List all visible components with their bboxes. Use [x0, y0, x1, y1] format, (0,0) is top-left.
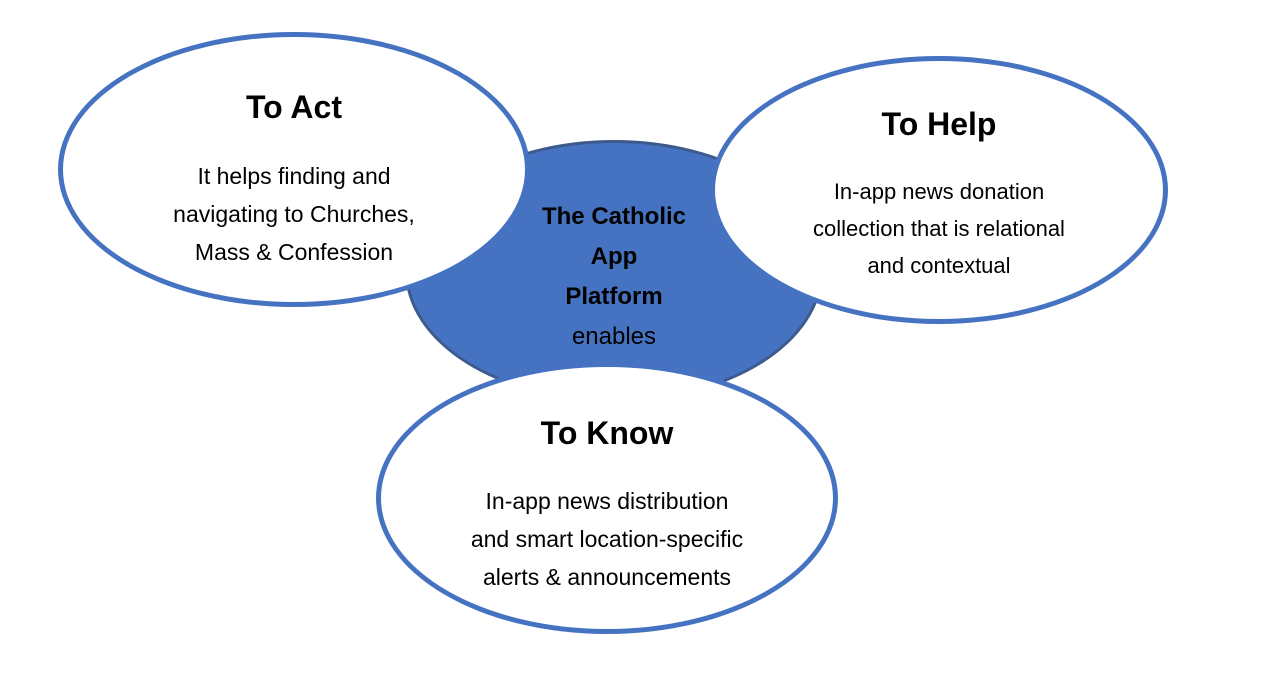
to-act-ellipse: To Act It helps finding and navigating t… [58, 32, 530, 307]
to-know-line: In-app news distribution [485, 488, 729, 514]
center-title-line: App [590, 243, 638, 270]
to-act-line: navigating to Churches, [173, 201, 415, 227]
to-help-ellipse: To Help In-app news donation collection … [710, 56, 1168, 324]
center-title-line: Platform [565, 283, 663, 310]
to-know-line: and smart location-specific [470, 526, 744, 552]
to-help-description: In-app news donation collection that is … [715, 173, 1163, 284]
center-subtitle: enables [571, 323, 657, 350]
to-act-description: It helps finding and navigating to Churc… [63, 157, 525, 271]
to-act-title: To Act [246, 89, 342, 125]
to-help-line: and contextual [867, 253, 1011, 278]
center-title-line: The Catholic [541, 203, 686, 230]
to-help-title: To Help [881, 106, 997, 142]
to-help-line: collection that is relational [813, 216, 1065, 241]
to-know-ellipse: To Know In-app news distribution and sma… [376, 362, 838, 634]
to-know-description: In-app news distribution and smart locat… [381, 482, 833, 596]
to-act-line: It helps finding and [197, 163, 391, 189]
to-act-line: Mass & Confession [194, 239, 394, 265]
center-label: The Catholic App Platform enables [530, 197, 698, 357]
to-know-title: To Know [540, 415, 674, 451]
to-know-line: alerts & announcements [482, 564, 732, 590]
to-help-line: In-app news donation [833, 179, 1045, 204]
